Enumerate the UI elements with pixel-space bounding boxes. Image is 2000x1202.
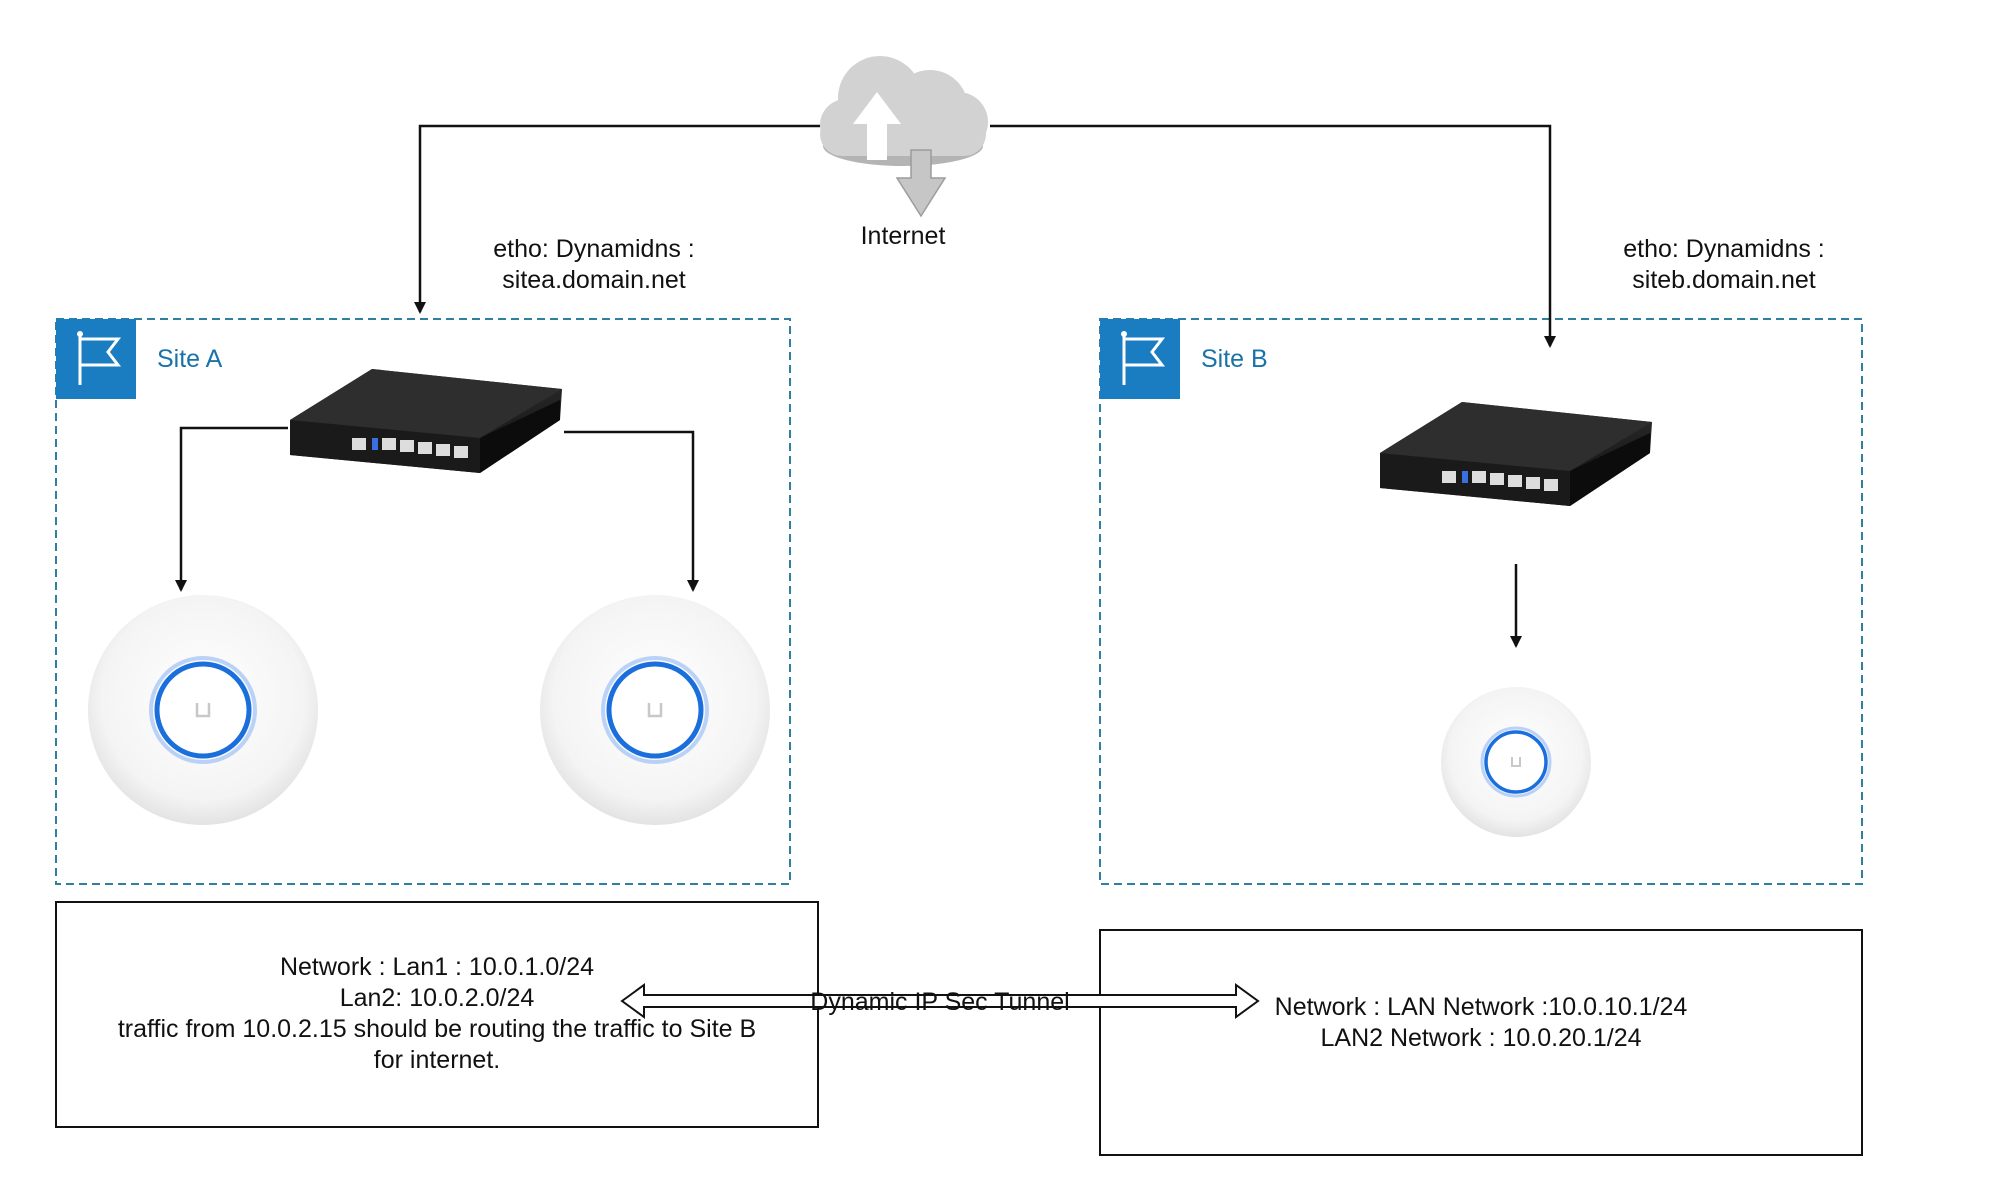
tunnel-label: Dynamic IP Sec Tunnel xyxy=(810,988,1070,1016)
site-a-router-to-ap2-arrow xyxy=(564,430,699,592)
internet-to-site-a-arrow xyxy=(414,124,820,314)
site-a-boundary xyxy=(55,318,791,885)
flag-icon xyxy=(1121,331,1166,385)
site-b-access-point-icon xyxy=(1441,687,1591,837)
site-a-flag-tab xyxy=(56,319,136,399)
site-b-router-icon xyxy=(1380,402,1652,506)
site-a-info-line-3: traffic from 10.0.2.15 should be routing… xyxy=(117,1015,757,1043)
flag-icon xyxy=(77,331,122,385)
site-a-info-line-1: Network : Lan1 : 10.0.1.0/24 xyxy=(279,953,595,981)
site-b-dns-label: etho: Dynamidns : siteb.domain.net xyxy=(1590,234,1858,296)
site-a-router-to-ap1-arrow xyxy=(175,426,288,592)
site-a-access-point-1-icon xyxy=(88,595,318,825)
site-a-network-info: Network : Lan1 : 10.0.1.0/24 Lan2: 10.0.… xyxy=(56,952,818,1076)
site-b-dns-line-2: siteb.domain.net xyxy=(1632,266,1816,294)
site-b-boundary xyxy=(1099,318,1863,885)
site-a-info-line-2: Lan2: 10.0.2.0/24 xyxy=(339,984,535,1012)
site-b-info-line-2: LAN2 Network : 10.0.20.1/24 xyxy=(1320,1024,1642,1052)
site-b-dns-line-1: etho: Dynamidns : xyxy=(1623,235,1825,263)
site-b-title: Site B xyxy=(1201,345,1268,373)
site-b-info-line-1: Network : LAN Network :10.0.10.1/24 xyxy=(1274,993,1688,1021)
site-a-dns-line-2: sitea.domain.net xyxy=(502,266,686,294)
site-b-flag-tab xyxy=(1100,319,1180,399)
cloud-icon xyxy=(820,56,988,218)
site-a-dns-label: etho: Dynamidns : sitea.domain.net xyxy=(460,234,728,296)
site-a-access-point-2-icon xyxy=(540,595,770,825)
ipsec-tunnel-double-arrow xyxy=(620,983,1260,1019)
site-a-info-line-4: for internet. xyxy=(373,1046,501,1074)
internet-to-site-b-arrow xyxy=(990,124,1556,348)
site-b-info-box xyxy=(1099,929,1863,1156)
site-a-router-icon xyxy=(290,369,562,473)
site-a-dns-line-1: etho: Dynamidns : xyxy=(493,235,695,263)
site-b-network-info: Network : LAN Network :10.0.10.1/24 LAN2… xyxy=(1100,992,1862,1054)
site-a-info-box xyxy=(55,901,819,1128)
site-a-title: Site A xyxy=(157,345,223,373)
internet-label: Internet xyxy=(860,222,946,250)
